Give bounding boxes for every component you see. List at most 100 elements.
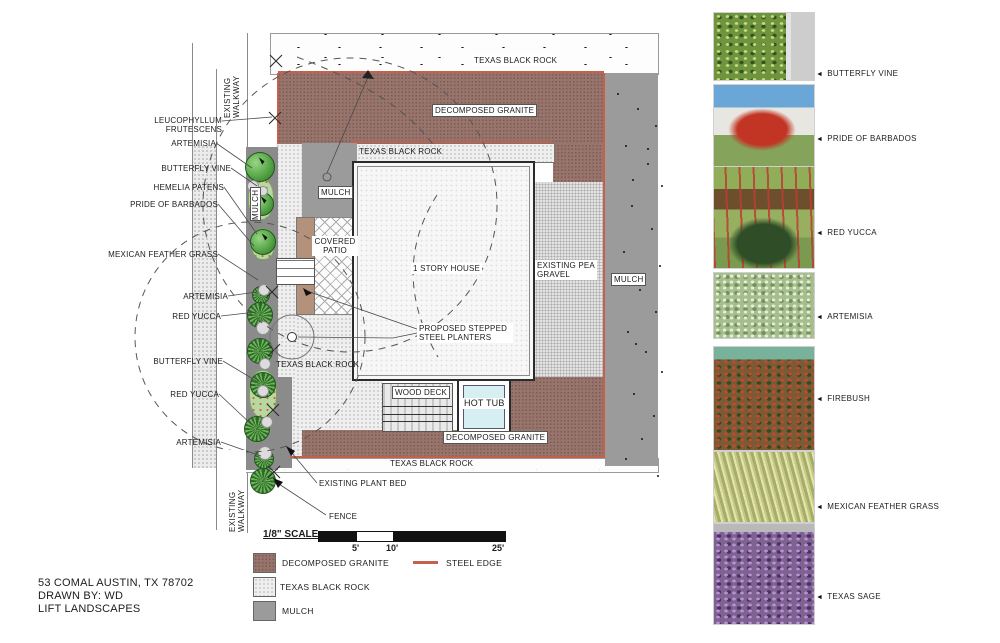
- texas-black-rock-label-bottom: TEXAS BLACK ROCK: [390, 459, 474, 468]
- left-arrow-icon: ◄: [816, 230, 824, 237]
- pea-gravel-label: EXISTING PEA GRAVEL: [535, 260, 597, 280]
- planter-leader: [297, 332, 418, 339]
- hot-tub-label: HOT TUB: [462, 398, 507, 409]
- left-arrow-icon: ◄: [816, 136, 824, 143]
- property-line: [192, 43, 193, 468]
- existing-plant-bed-label: EXISTING PLANT BED: [317, 478, 409, 489]
- legend-label-texas-black-rock: TEXAS BLACK ROCK: [280, 582, 370, 592]
- pebble: [259, 358, 271, 370]
- scale-bar: [318, 531, 506, 542]
- callout-leucophyllum: LEUCOPHYLLUM FRUTESCENS: [154, 116, 222, 134]
- plant-photo-butterfly-vine: [713, 12, 815, 81]
- plant-key-label-butterfly-vine: ◄BUTTERFLY VINE: [816, 69, 899, 78]
- plant-photo-pride-of-barbados: [713, 84, 815, 167]
- fence-label: FENCE: [327, 511, 360, 522]
- plant-photo-texas-sage: [713, 523, 815, 625]
- plant-photo-artemisia: [713, 272, 815, 339]
- legend-label-steel-edge: STEEL EDGE: [446, 558, 503, 568]
- mulch-band-right: [605, 73, 658, 466]
- mulch-label-patio: MULCH: [318, 186, 354, 199]
- steel-edge-top: [278, 71, 604, 73]
- existing-walkway-label-bottom: EXISTING WALKWAY: [228, 450, 246, 532]
- decomposed-granite-area-bottomright: [507, 377, 604, 430]
- plant-bed-leader: [290, 451, 318, 484]
- existing-walkway-label-top: EXISTING WALKWAY: [223, 36, 241, 118]
- legend-label-decomposed-granite: DECOMPOSED GRANITE: [282, 558, 389, 568]
- texas-black-rock-label-top: TEXAS BLACK ROCK: [472, 55, 560, 66]
- callout-red-yucca-1: RED YUCCA: [172, 312, 221, 321]
- scale-tick-25: 25': [492, 543, 505, 553]
- plant-photo-firebush: [713, 346, 815, 451]
- scale-tick-10: 10': [386, 543, 399, 553]
- scale-tick-5: 5': [352, 543, 360, 553]
- legend-swatch-texas-black-rock: [253, 577, 276, 597]
- left-arrow-icon: ◄: [816, 396, 824, 403]
- pebble: [261, 416, 273, 428]
- plant-key-label-texas-sage: ◄TEXAS SAGE: [816, 592, 881, 601]
- legend-label-mulch: MULCH: [282, 606, 314, 616]
- scale-label: 1/8" SCALE: [263, 529, 319, 540]
- existing-walkway-paving: [193, 145, 216, 468]
- planter-leader: [306, 290, 418, 330]
- plant-key-label-mexican-feather-grass: ◄MEXICAN FEATHER GRASS: [816, 502, 940, 511]
- proposed-tree-trunk: [287, 332, 297, 342]
- walkway-edge-line: [216, 69, 217, 530]
- texas-black-rock-strip-bottom: [245, 458, 659, 473]
- utility-line: [326, 76, 369, 174]
- plant-key-label-artemisia: ◄ARTEMISIA: [816, 312, 873, 321]
- mulch-label-right: MULCH: [611, 273, 647, 286]
- house-label: 1 STORY HOUSE: [411, 263, 483, 274]
- patio-steps: [276, 258, 315, 285]
- arrowhead: [273, 478, 283, 488]
- steel-edge-bottom: [290, 456, 605, 458]
- left-arrow-icon: ◄: [816, 504, 824, 511]
- texas-black-rock-label-mid: TEXAS BLACK ROCK: [276, 360, 360, 369]
- steel-edge-house-strip: [352, 141, 553, 143]
- plant-photo-mexican-feather-grass: [713, 451, 815, 523]
- callout-artemisia-3: ARTEMISIA: [176, 438, 221, 447]
- tree-x-marks: [265, 54, 283, 479]
- drawn-by: DRAWN BY: WD: [38, 590, 124, 602]
- left-arrow-icon: ◄: [816, 594, 824, 601]
- decomposed-granite-label-bottom: DECOMPOSED GRANITE: [443, 431, 549, 444]
- arrowhead: [303, 288, 312, 296]
- legend-swatch-decomposed-granite: [253, 553, 276, 573]
- tree-canopy-circle: [202, 57, 498, 353]
- callout-artemisia-1: ARTEMISIA: [171, 139, 216, 148]
- callout-pride-of-barbados: PRIDE OF BARBADOS: [130, 200, 218, 209]
- planters-label: PROPOSED STEPPED STEEL PLANTERS: [417, 323, 513, 343]
- decomposed-granite-label-top: DECOMPOSED GRANITE: [432, 104, 538, 117]
- texas-black-rock-label-house: TEXAS BLACK ROCK: [359, 147, 443, 156]
- pebble: [257, 385, 269, 397]
- fence-leader: [278, 483, 327, 516]
- callout-leader-lines: [215, 116, 273, 457]
- steel-edge-right: [603, 73, 605, 458]
- tree-canopy-arc: [296, 56, 436, 148]
- left-arrow-icon: ◄: [816, 71, 824, 78]
- texas-black-rock-house-strip: [352, 143, 555, 163]
- callout-hemelia-patens: HEMELIA PATENS: [153, 183, 224, 192]
- mulch-label-bed: MULCH: [250, 187, 261, 221]
- callout-artemisia-2: ARTEMISIA: [183, 292, 228, 301]
- plant-key-label-pride-of-barbados: ◄PRIDE OF BARBADOS: [816, 134, 917, 143]
- steel-edge-left: [277, 73, 279, 144]
- legend-steel-edge-line: [413, 561, 438, 564]
- covered-patio-area: [313, 217, 359, 315]
- plant-key-label-firebush: ◄FIREBUSH: [816, 394, 871, 403]
- utility-hook: [322, 172, 332, 182]
- arrowhead: [362, 70, 374, 79]
- wood-deck-label: WOOD DECK: [392, 386, 451, 399]
- project-address: 53 COMAL AUSTIN, TX 78702: [38, 577, 194, 589]
- legend-swatch-mulch: [253, 601, 276, 621]
- tree-canopy-circle: [134, 221, 366, 453]
- plant-key-label-red-yucca: ◄RED YUCCA: [816, 228, 877, 237]
- arrowhead: [286, 446, 295, 456]
- left-arrow-icon: ◄: [816, 314, 824, 321]
- plant-photo-red-yucca: [713, 166, 815, 269]
- callout-mexican-feather-grass: MEXICAN FEATHER GRASS: [108, 250, 218, 259]
- grass-symbol: [250, 468, 276, 494]
- callout-butterfly-vine-1: BUTTERFLY VINE: [161, 164, 231, 173]
- pebble: [258, 446, 272, 460]
- covered-patio-label: COVERED PATIO: [312, 236, 358, 256]
